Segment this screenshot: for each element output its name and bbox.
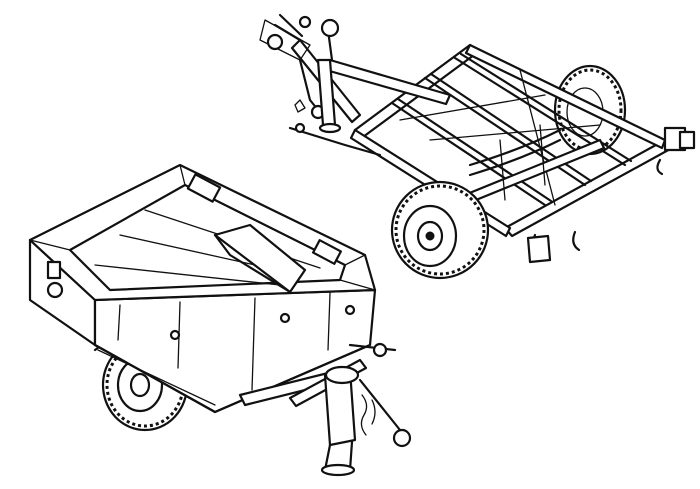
chassis-support-leg — [316, 18, 342, 134]
chassis-front-wheel — [390, 180, 490, 280]
trailer-cargo-box — [28, 163, 377, 414]
chassis-drawbar — [259, 13, 452, 157]
trailer-support-leg — [320, 365, 376, 477]
trailer-chassis-frame — [259, 13, 696, 280]
chassis-rear-hardware — [526, 126, 696, 264]
trailer-with-cargo-bed — [28, 163, 412, 477]
